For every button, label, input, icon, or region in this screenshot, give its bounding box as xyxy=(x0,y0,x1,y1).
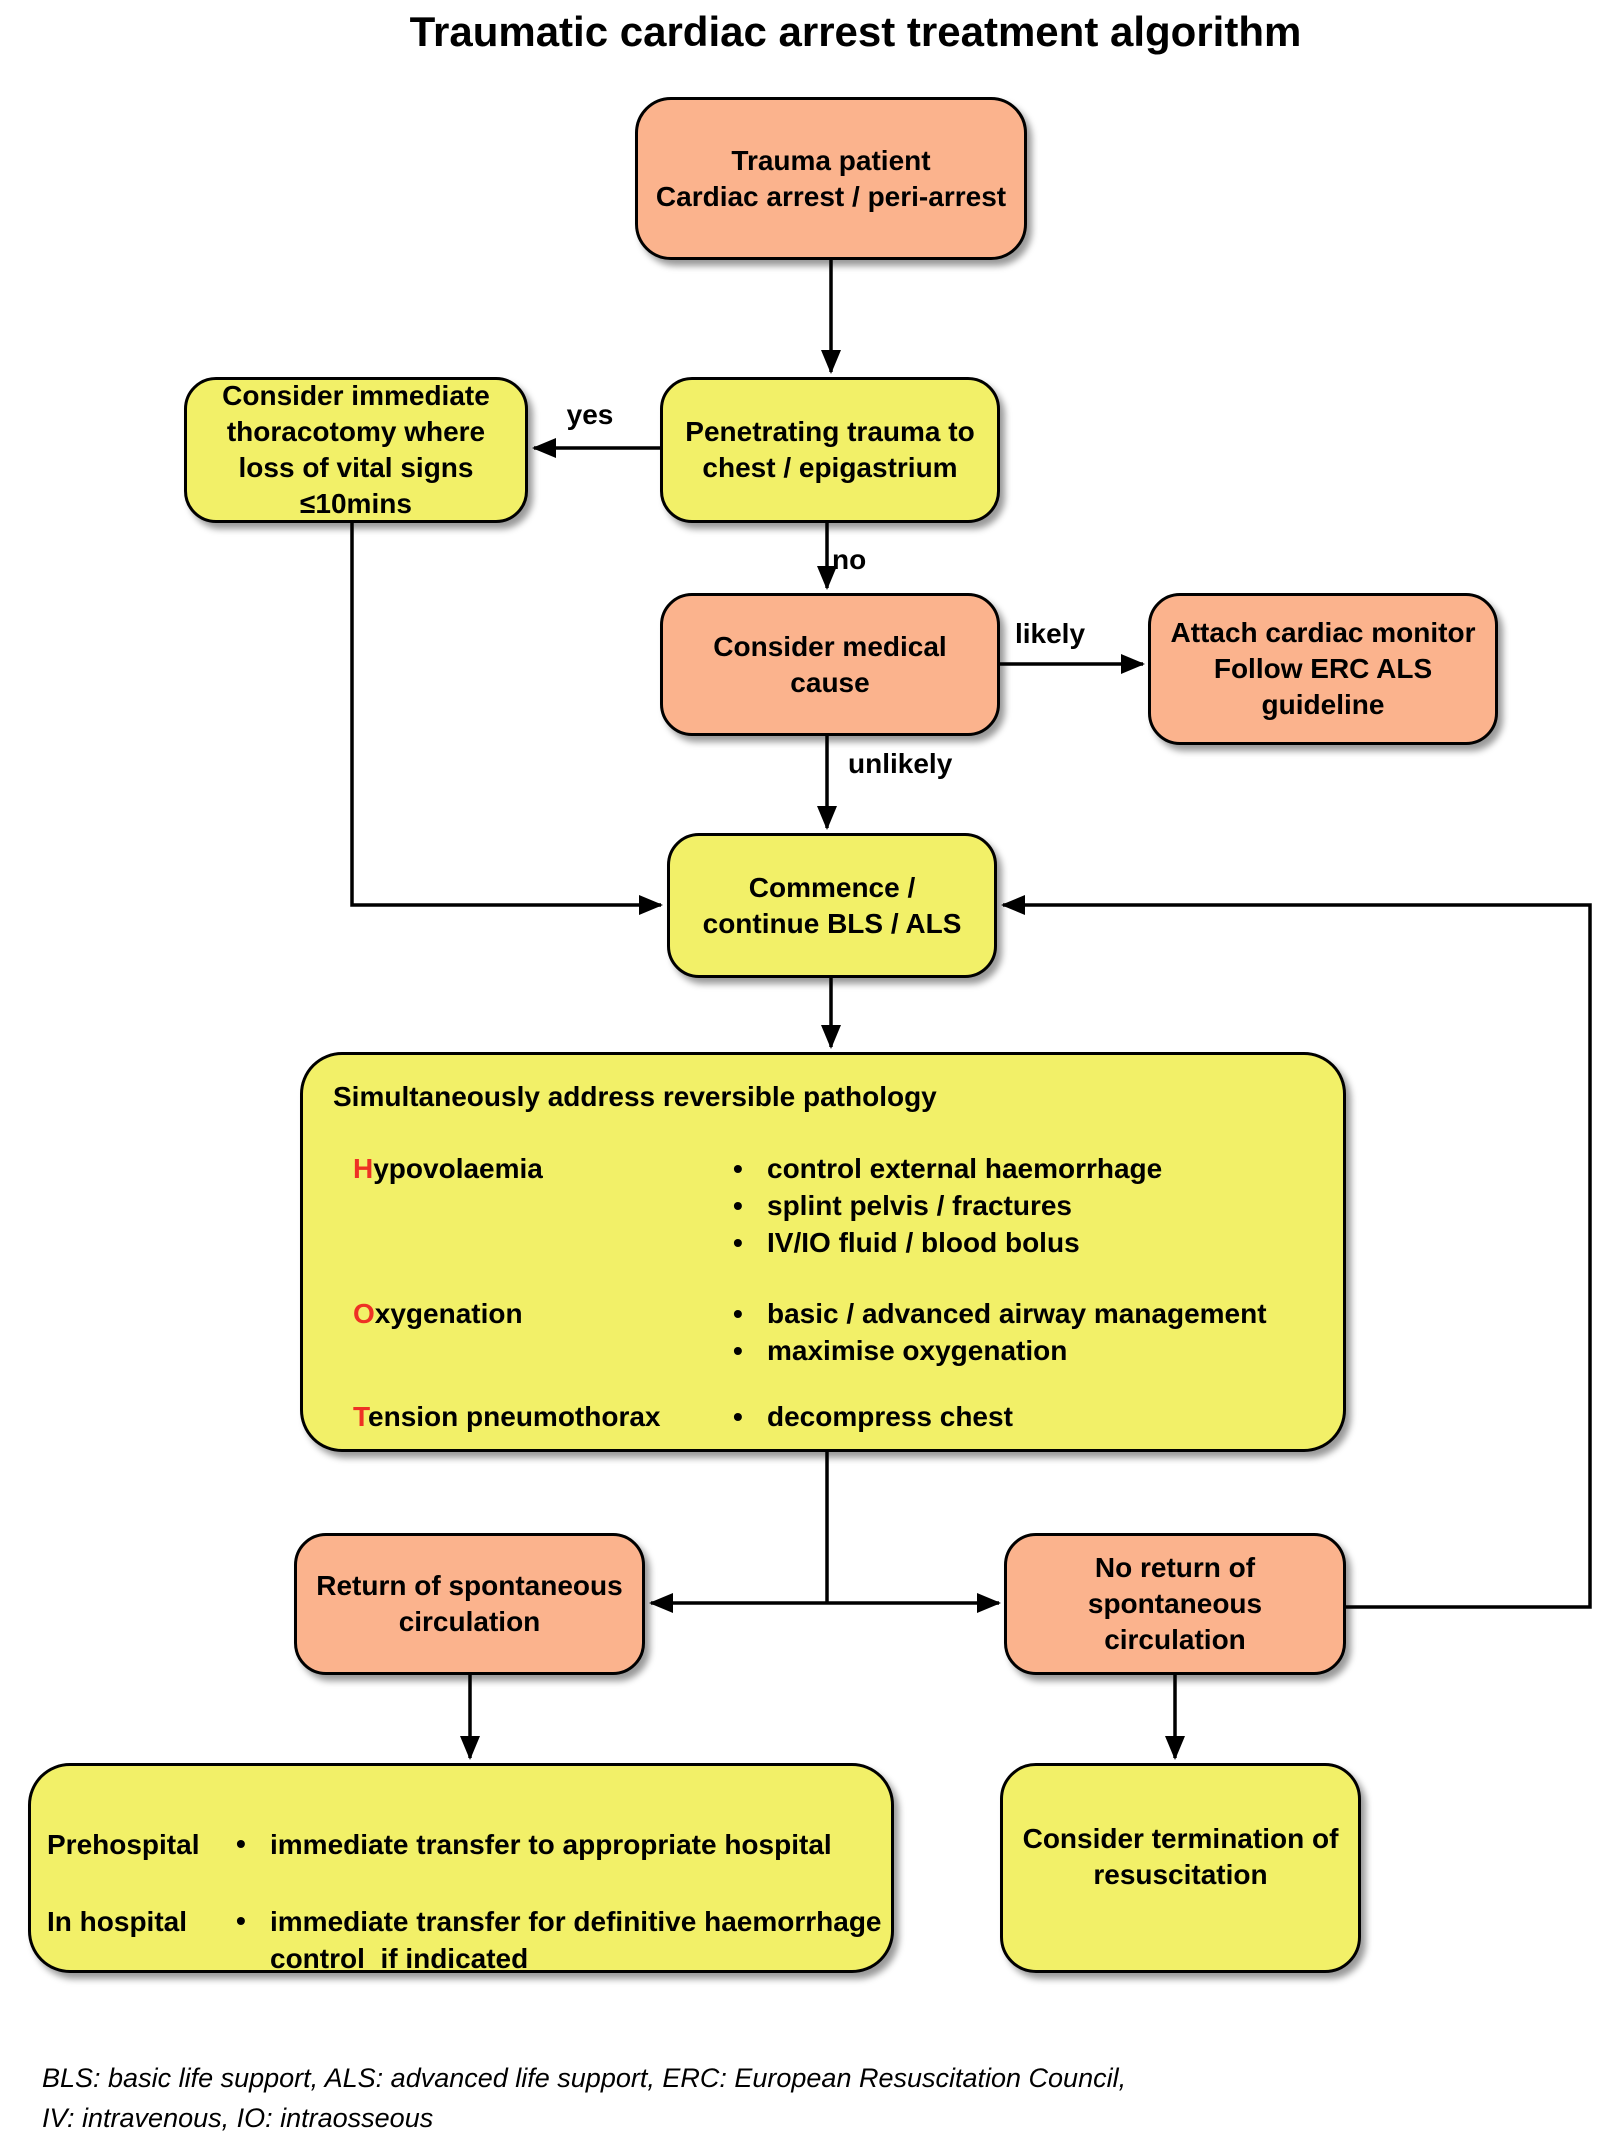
label-rest: xygenation xyxy=(374,1298,523,1329)
node-reversible-pathology: Simultaneously address reversible pathol… xyxy=(300,1052,1346,1452)
bullet-line: • splint pelvis / fractures xyxy=(733,1187,1162,1224)
node-consider-medical-cause: Consider medical cause xyxy=(660,593,1000,736)
disposition-text-in-hospital: immediate transfer for definitive haemor… xyxy=(270,1906,882,1974)
red-initial: T xyxy=(353,1401,369,1432)
bullet-line: • immediate transfer for definitive haemo… xyxy=(236,1903,882,1977)
disposition-label-in-hospital: In hospital xyxy=(47,1906,187,1937)
arrow-thoracotomy-to-commence xyxy=(350,522,663,915)
disposition-row-in-hospital: In hospital • immediate transfer for defi… xyxy=(47,1903,882,1977)
node-commence-bls-als-label: Commence / continue BLS / ALS xyxy=(702,871,962,939)
label-rest: ension pneumothorax xyxy=(368,1401,661,1432)
bullet-line: • maximise oxygenation xyxy=(733,1332,1267,1369)
bullet-icon: • xyxy=(733,1153,743,1184)
pathology-label-hypovolaemia: Hypovolaemia xyxy=(353,1150,733,1187)
disposition-text-prehospital: immediate transfer to appropriate hospit… xyxy=(270,1829,832,1860)
pathology-row-tension-pneumothorax: Tension pneumothorax • decompress chest xyxy=(353,1398,1013,1435)
node-rosc-label: Return of spontaneous circulation xyxy=(316,1570,623,1637)
disposition-label-prehospital: Prehospital xyxy=(47,1829,200,1860)
node-trauma-patient: Trauma patient Cardiac arrest / peri-arr… xyxy=(635,97,1027,260)
bullet-line: • immediate transfer to appropriate hospi… xyxy=(236,1826,832,1863)
node-transfer-disposition: Prehospital • immediate transfer to appro… xyxy=(28,1763,894,1974)
node-consider-medical-cause-label: Consider medical cause xyxy=(713,630,947,698)
bullet-text: IV/IO fluid / blood bolus xyxy=(767,1227,1080,1258)
pathology-bullets-tension-pneumothorax: • decompress chest xyxy=(733,1398,1013,1435)
edge-label-yes: yes xyxy=(566,399,614,430)
bullet-text: splint pelvis / fractures xyxy=(767,1190,1072,1221)
bullet-text: basic / advanced airway management xyxy=(767,1298,1267,1329)
node-consider-termination: Consider termination of resuscitation xyxy=(1000,1763,1361,1973)
bullet-icon: • xyxy=(733,1298,743,1329)
node-penetrating-trauma-label: Penetrating trauma to chest / epigastriu… xyxy=(685,416,975,483)
bullet-line: • basic / advanced airway management xyxy=(733,1295,1267,1332)
pathology-row-oxygenation: Oxygenation • basic / advanced airway man… xyxy=(353,1295,1267,1369)
node-penetrating-trauma: Penetrating trauma to chest / epigastriu… xyxy=(660,377,1000,523)
edge-label-likely: likely xyxy=(1014,618,1086,649)
pathology-bullets-oxygenation: • basic / advanced airway management • max… xyxy=(733,1295,1267,1369)
label-rest: ypovolaemia xyxy=(373,1153,543,1184)
abbreviations-footnote: BLS: basic life support, ALS: advanced l… xyxy=(42,2063,1127,2133)
edge-label-unlikely: unlikely xyxy=(848,748,953,779)
red-initial: O xyxy=(353,1298,375,1329)
pathology-label-oxygenation: Oxygenation xyxy=(353,1295,733,1332)
bullet-icon: • xyxy=(733,1190,743,1221)
bullet-icon: • xyxy=(733,1335,743,1366)
node-trauma-patient-label: Trauma patient Cardiac arrest / peri-arr… xyxy=(655,144,1007,212)
bullet-text: control external haemorrhage xyxy=(767,1153,1163,1184)
bullet-line: • IV/IO fluid / blood bolus xyxy=(733,1224,1162,1261)
bullet-icon: • xyxy=(733,1401,743,1432)
bullet-line: • control external haemorrhage xyxy=(733,1150,1162,1187)
node-rosc: Return of spontaneous circulation xyxy=(294,1533,645,1675)
node-attach-cardiac-monitor-label: Attach cardiac monitor Follow ERC ALS gu… xyxy=(1170,617,1476,720)
edge-label-no: no xyxy=(832,544,867,575)
page-title: Traumatic cardiac arrest treatment algor… xyxy=(409,8,1302,55)
red-initial: H xyxy=(353,1153,374,1184)
pathology-row-hypovolaemia: Hypovolaemia • control external haemorrha… xyxy=(353,1150,1162,1261)
node-no-rosc: No return of spontaneous circulation xyxy=(1004,1533,1346,1675)
disposition-row-prehospital: Prehospital • immediate transfer to appro… xyxy=(47,1826,832,1863)
bullet-icon: • xyxy=(733,1227,743,1258)
bullet-icon: • xyxy=(236,1905,246,1936)
node-no-rosc-label: No return of spontaneous circulation xyxy=(1087,1552,1263,1655)
node-consider-thoracotomy-label: Consider immediate thoracotomy where los… xyxy=(222,380,490,519)
pathology-bullets-hypovolaemia: • control external haemorrhage • splint pe… xyxy=(733,1150,1162,1261)
pathology-heading: Simultaneously address reversible pathol… xyxy=(333,1081,937,1112)
bullet-line: • decompress chest xyxy=(733,1398,1013,1435)
node-commence-bls-als: Commence / continue BLS / ALS xyxy=(667,833,997,978)
node-consider-termination-label: Consider termination of resuscitation xyxy=(1022,1823,1339,1890)
bullet-text: decompress chest xyxy=(767,1401,1013,1432)
bullet-text: maximise oxygenation xyxy=(767,1335,1068,1366)
bullet-icon: • xyxy=(236,1828,246,1859)
pathology-label-tension-pneumothorax: Tension pneumothorax xyxy=(353,1398,733,1435)
node-consider-thoracotomy: Consider immediate thoracotomy where los… xyxy=(184,377,528,523)
node-attach-cardiac-monitor: Attach cardiac monitor Follow ERC ALS gu… xyxy=(1148,593,1498,745)
